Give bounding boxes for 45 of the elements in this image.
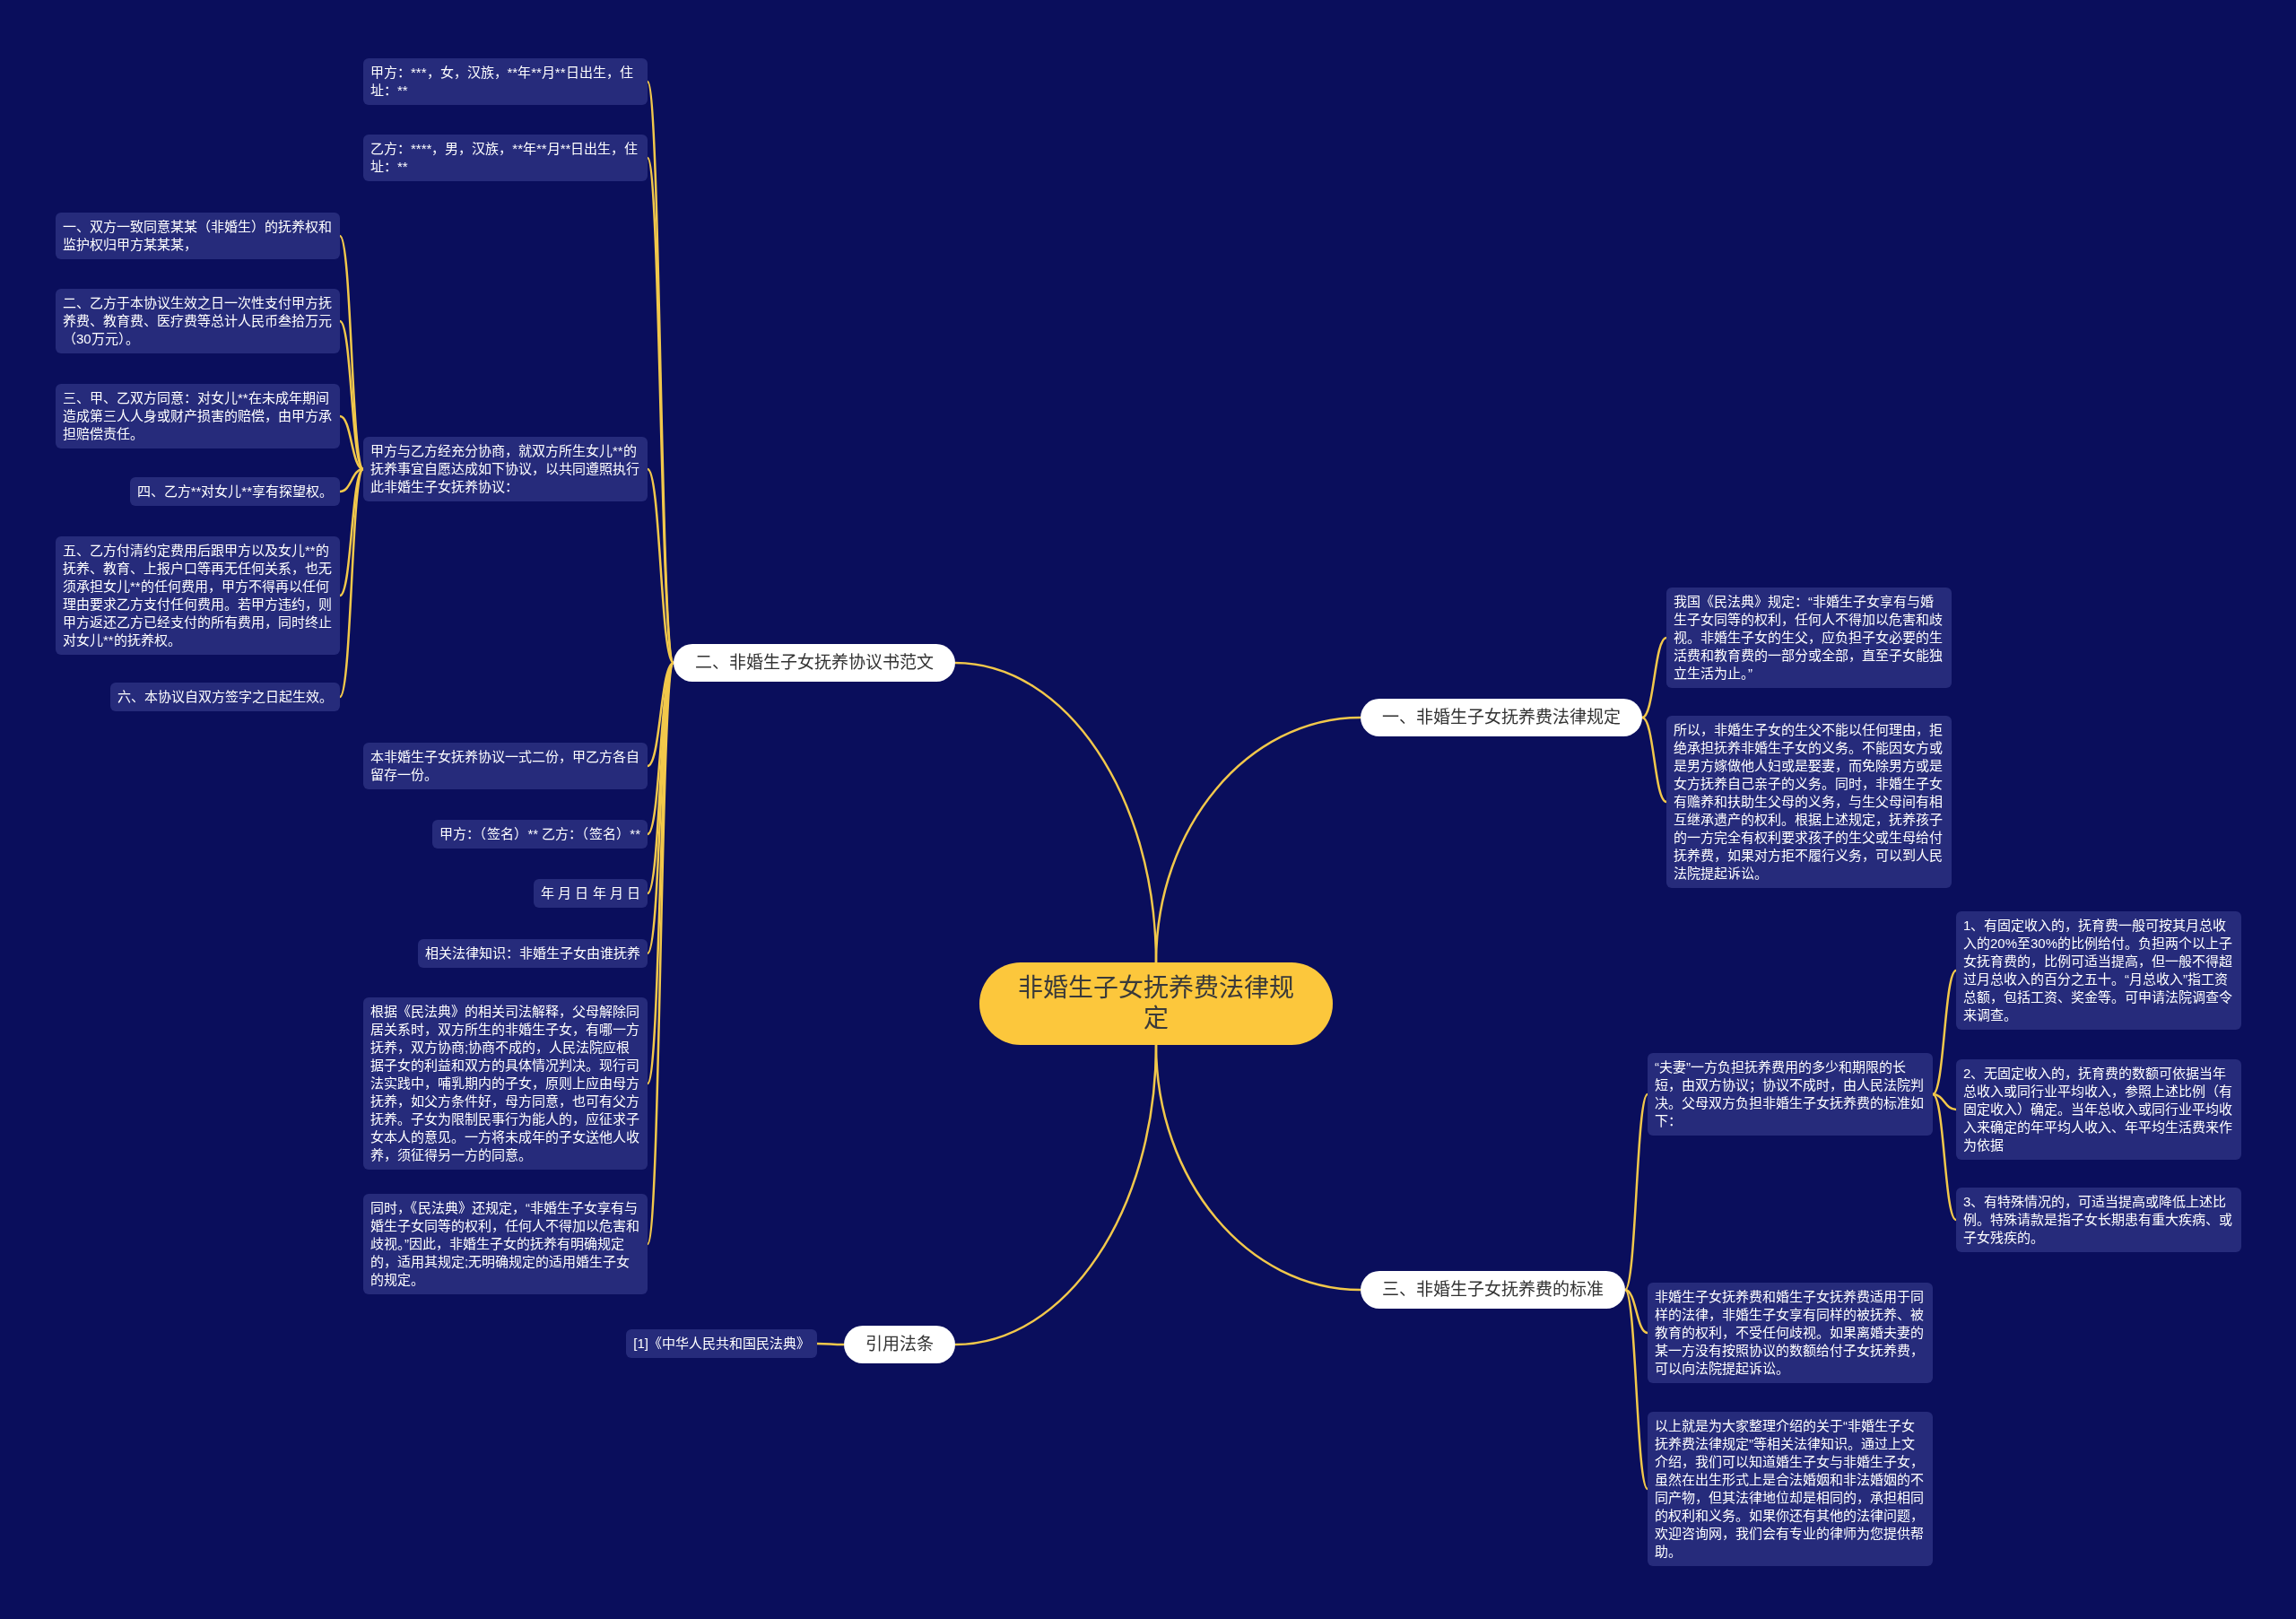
note-card: 乙方：****，男，汉族，**年**月**日出生，住址：** (363, 135, 648, 181)
note-card: 甲方：（签名）** 乙方：（签名）** (432, 820, 648, 849)
note-card: 我国《民法典》规定：“非婚生子女享有与婚生子女同等的权利，任何人不得加以危害和歧视。非婚生子女的生父，应负担子女必要的生活费和教育费的一部分或全部，直至子女能独立生活为止。” (1666, 588, 1952, 688)
central-topic: 非婚生子女抚养费法律规定 (979, 962, 1333, 1045)
note-card: 所以，非婚生子女的生父不能以任何理由，拒绝承担抚养非婚生子女的义务。不能因女方或是男方嫁做他人妇或是娶妻，而免除男方或是女方抚养自己亲子的义务。同时，非婚生子女有赡养和扶助生父母的义务，与生父母间有相互继承遗产的权利。根据上述规定，抚养孩子的一方完全有权利要求孩子的生父或生母给付抚养费，如果对方拒不履行义务，可以到人民法院提起诉讼。 (1666, 716, 1952, 888)
connector (817, 1342, 844, 1346)
note-card: 甲方：***，女，汉族，**年**月**日出生，住址：** (363, 58, 648, 105)
note-card: 甲方与乙方经充分协商，就双方所生女儿**的抚养事宜自愿达成如下协议，以共同遵照执行此非婚生子女抚养协议： (363, 437, 648, 501)
branch-topic: 二、非婚生子女抚养协议书范文 (674, 644, 955, 682)
note-card: 一、双方一致同意某某（非婚生）的抚养权和监护权归甲方某某某， (56, 213, 340, 259)
note-card: 同时，《民法典》还规定，“非婚生子女享有与婚生子女同等的权利，任何人不得加以危害和歧视。”因此，非婚生子女的抚养有明确规定的，适用其规定;无明确规定的适用婚生子女的规定。 (363, 1194, 648, 1294)
connector (1623, 1093, 1649, 1291)
branch-topic: 一、非婚生子女抚养费法律规定 (1361, 699, 1642, 736)
connector (1641, 636, 1667, 719)
connector (339, 467, 364, 493)
note-card: 1、有固定收入的，抚育费一般可按其月总收入的20%至30%的比例给付。负担两个以上子女抚育费的，比例可适当提高，但一般不得超过月总收入的百分之五十。“月总收入”指工资总额，包括工资、奖金等。可申请法院调查令来调查。 (1956, 911, 2241, 1030)
note-card: 以上就是为大家整理介绍的关于“非婚生子女抚养费法律规定”等相关法律知识。通过上文介绍，我们可以知道婚生子女与非婚生子女，虽然在出生形式上是合法婚姻和非法婚姻的不同产物，但其法律地位却是相同的，承担相同的权利和义务。如果你还有其他的法律问题，欢迎咨询网，我们会有专业的律师为您提供帮助。 (1648, 1412, 1933, 1566)
note-card: 二、乙方于本协议生效之日一次性支付甲方抚养费、教育费、医疗费等总计人民币叁拾万元（30万元）。 (56, 289, 340, 353)
note-card: “夫妻”一方负担抚养费用的多少和期限的长短，由双方协议；协议不成时，由人民法院判决。父母双方负担非婚生子女抚养费的标准如下： (1648, 1053, 1933, 1136)
connector (1624, 1288, 1648, 1335)
connector (1641, 716, 1667, 804)
note-card: 根据《民法典》的相关司法解释，父母解除同居关系时，双方所生的非婚生子女，有哪一方抚养，双方协商;协商不成的，人民法院应根据子女的利益和双方的具体情况判决。现行司法实践中，哺乳期内的子女，原则上应由母方抚养，如父方条件好，母方同意，也可有父方抚养。子女为限制民事行为能人的，应征求子女本人的意见。一方将未成年的子女送他人收养，须征得另一方的同意。 (363, 997, 648, 1170)
note-card: 年 月 日 年 月 日 (534, 879, 648, 908)
connector (339, 320, 364, 470)
branch-topic: 引用法条 (844, 1326, 955, 1363)
note-card: 四、乙方**对女儿**享有探望权。 (129, 477, 340, 506)
note-card: 三、甲、乙双方同意：对女儿**在未成年期间造成第三人人身或财产损害的赔偿，由甲方承担赔偿责任。 (56, 384, 340, 448)
connector (954, 1044, 1158, 1346)
connector (1932, 1093, 1957, 1221)
connector (1623, 1289, 1649, 1490)
note-card: 2、无固定收入的，抚育费的数额可依据当年总收入或同行业平均收入，参照上述比例（有固定收入）确定。当年总收入或同行业平均收入来确定的年平均人收入、年平均生活费来作为依据 (1956, 1059, 2241, 1160)
note-card: 本非婚生子女抚养协议一式二份，甲乙方各自留存一份。 (363, 743, 648, 789)
note-card: 3、有特殊情况的，可适当提高或降低上述比例。特殊请款是指子女长期患有重大疾病、或子女残疾的。 (1956, 1188, 2241, 1252)
note-card: 五、乙方付清约定费用后跟甲方以及女儿**的抚养、教育、上报户口等再无任何关系，也无须承担女儿**的任何费用，甲方不得再以任何理由要求乙方支付任何费用。若甲方违约，则甲方返还乙方已经支付的所有费用，同时终止对女儿**的抚养权。 (56, 536, 340, 655)
connector (954, 661, 1158, 963)
note-card: 相关法律知识：非婚生子女由谁抚养 (418, 939, 648, 968)
connector (1932, 970, 1957, 1095)
connector (338, 468, 365, 698)
note-card: 非婚生子女抚养费和婚生子女抚养费适用于同样的法律，非婚生子女享有同样的被抚养、被教育的权利，不受任何歧视。如果离婚夫妻的某一方没有按照协议的数额给付子女抚养费，可以向法院提起诉讼。 (1648, 1283, 1933, 1383)
note-card: [1]《中华人民共和国民法典》 (626, 1329, 817, 1358)
branch-topic: 三、非婚生子女抚养费的标准 (1361, 1271, 1625, 1309)
note-card: 六、本协议自双方签字之日起生效。 (110, 683, 340, 711)
connector (339, 468, 364, 596)
connector (647, 468, 674, 664)
connector (1932, 1092, 1957, 1111)
